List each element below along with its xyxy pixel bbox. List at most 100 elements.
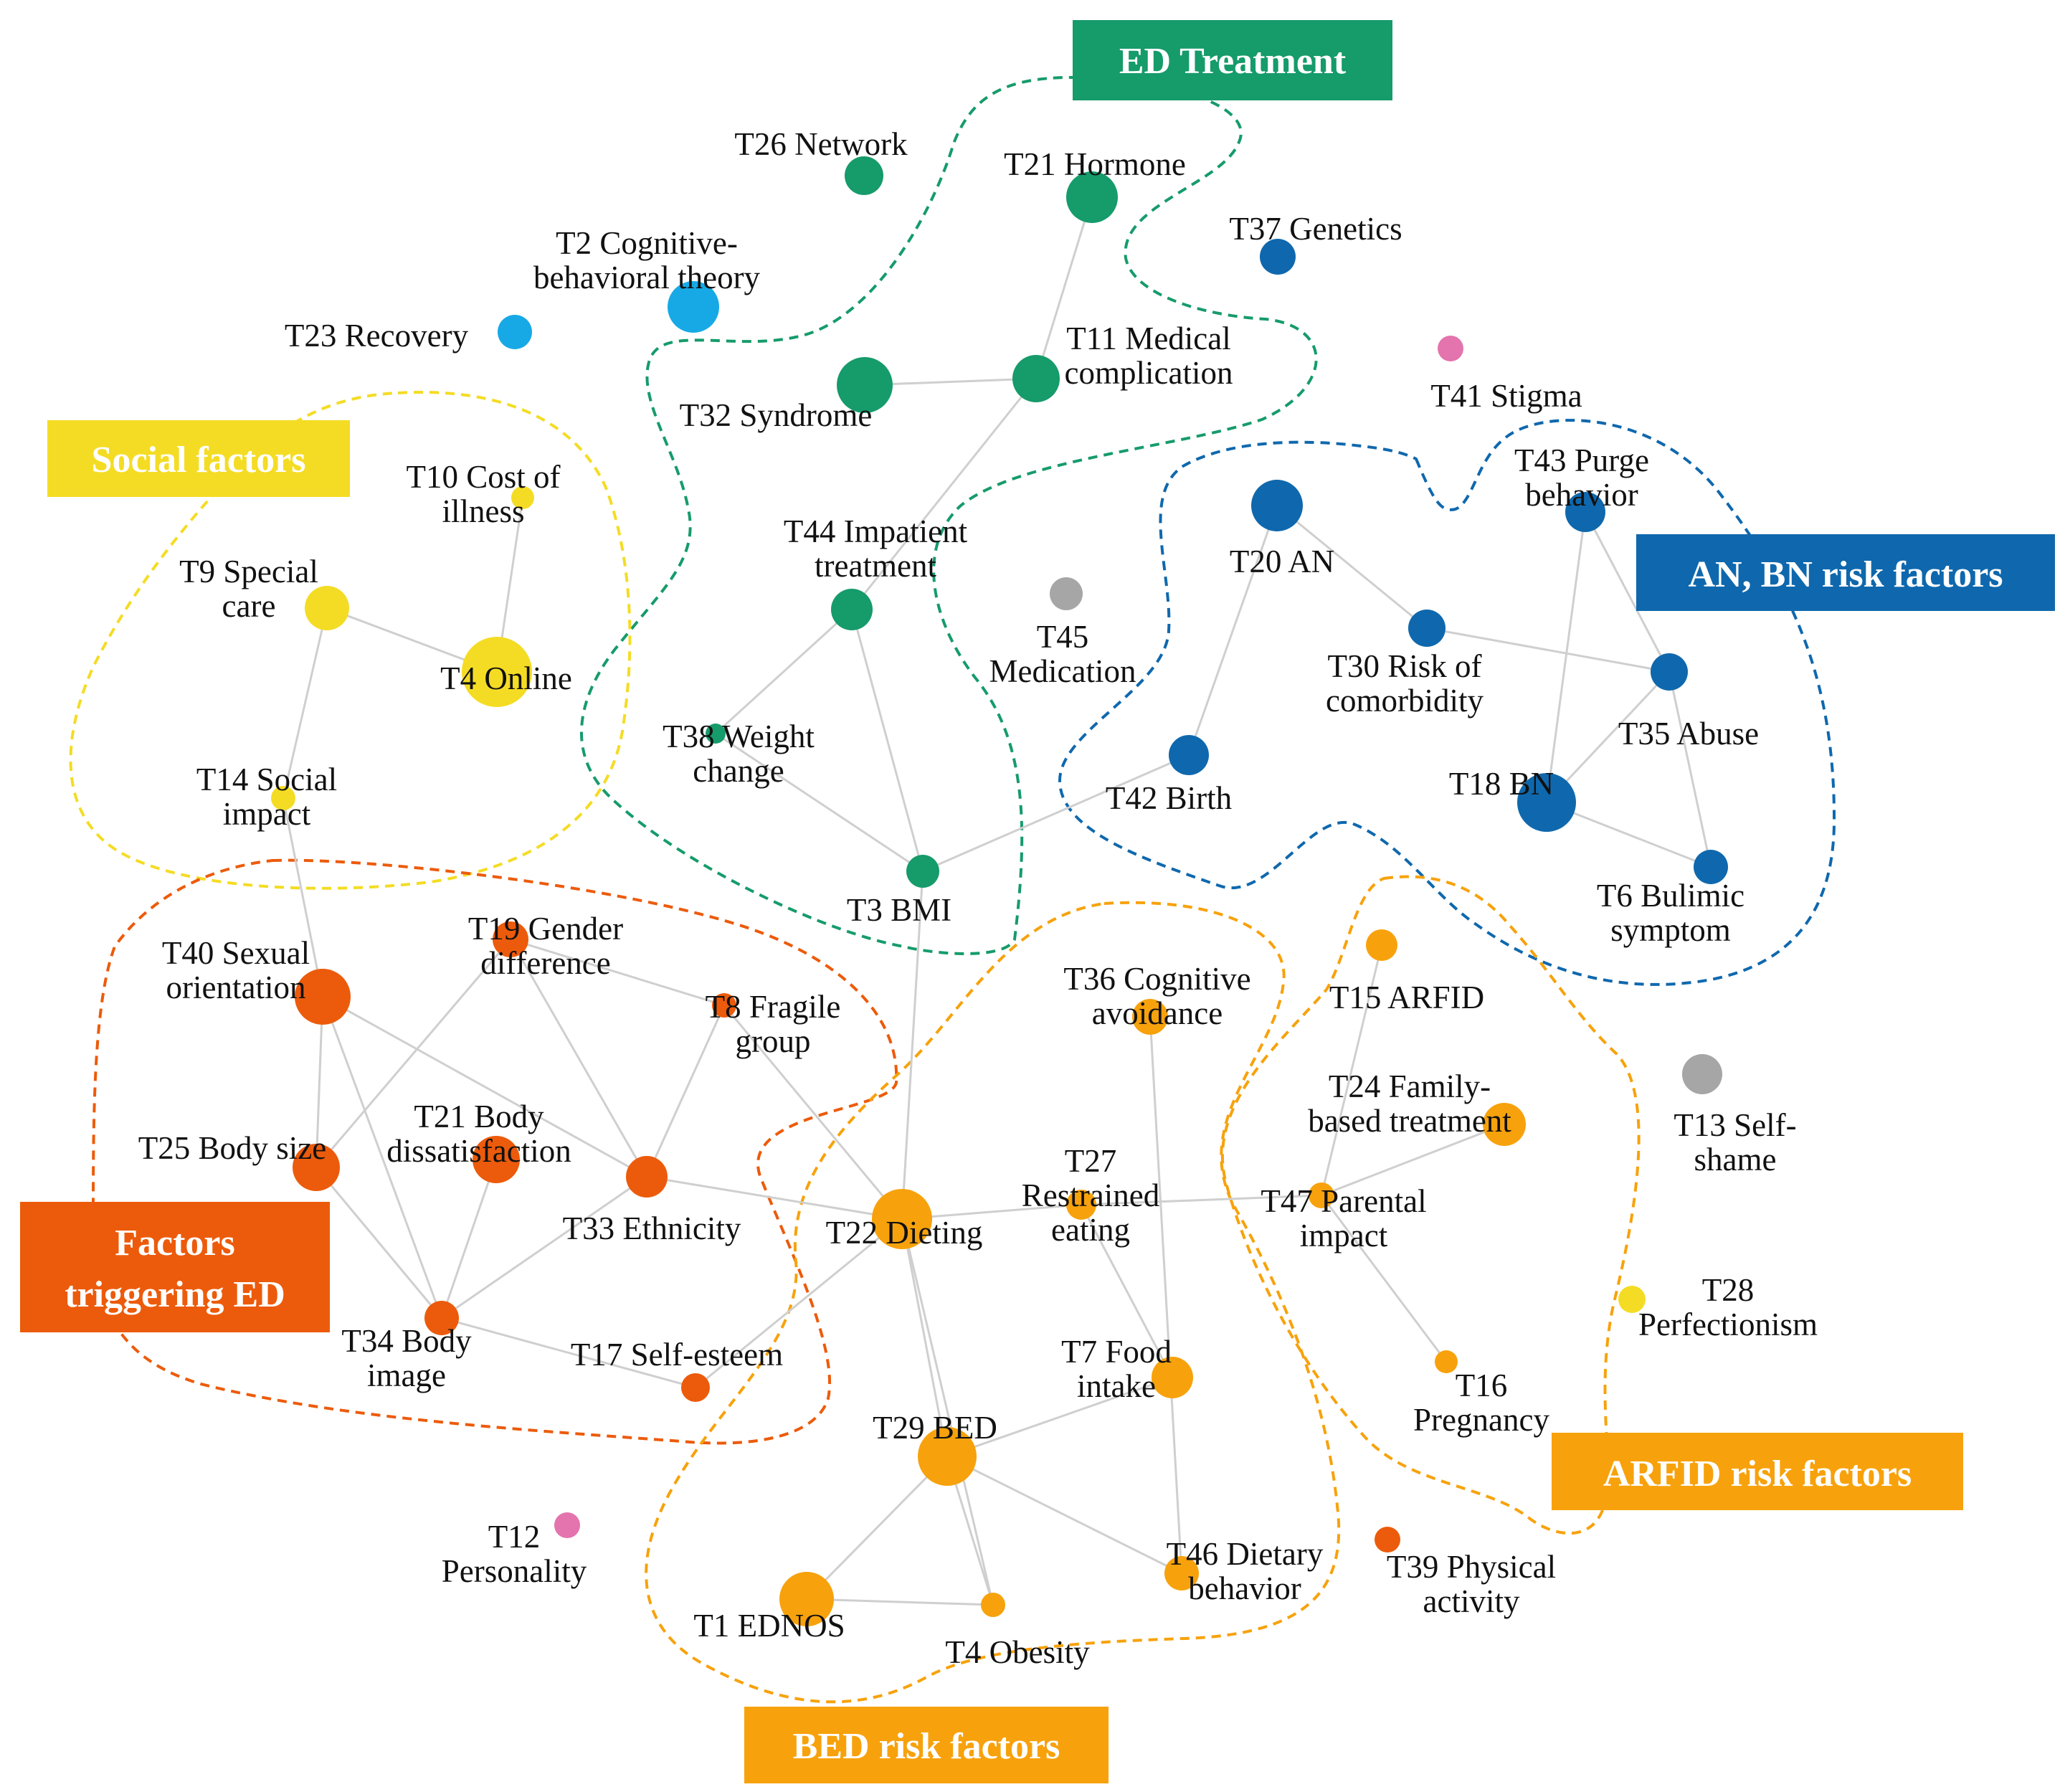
edge-t20-t42 xyxy=(1187,505,1278,756)
edge-t43-t35 xyxy=(1584,511,1671,673)
edge-t22-t29 xyxy=(901,1218,949,1457)
node-label-line: T44 Impatient xyxy=(784,513,968,549)
edge-t33-t22 xyxy=(646,1175,903,1220)
node-label-t1: T1 EDNOS xyxy=(693,1608,845,1644)
node-label-line: T6 Bulimic xyxy=(1597,878,1744,914)
node-t46 xyxy=(1164,1556,1199,1590)
edge-t29-t46 xyxy=(946,1455,1182,1575)
an-bn-box: AN, BN risk factors xyxy=(1636,534,2055,611)
ed-treatment-box: ED Treatment xyxy=(1073,20,1392,100)
node-t15 xyxy=(1366,929,1397,961)
node-label-line: T19 Gender xyxy=(468,911,623,947)
bed-outline xyxy=(645,901,1341,1704)
node-label-line: T39 Physical xyxy=(1387,1549,1556,1585)
edge-t40-t33 xyxy=(322,995,647,1178)
node-t13 xyxy=(1682,1054,1722,1094)
node-label-line: T21 Hormone xyxy=(1004,146,1186,182)
node-t18 xyxy=(1517,773,1576,832)
social-factors-title: Social factors xyxy=(92,440,306,480)
node-t43 xyxy=(1565,492,1605,532)
edge-t3-t22 xyxy=(901,871,924,1220)
node-t34 xyxy=(424,1301,459,1335)
edge-t40-t25 xyxy=(315,996,324,1168)
node-label-line: T8 Fragile xyxy=(706,989,841,1025)
node-label-t15: T15 ARFID xyxy=(1329,980,1484,1015)
node-t45 xyxy=(1050,577,1083,610)
node-t6 xyxy=(1694,850,1728,884)
edge-t34-t17 xyxy=(441,1317,696,1389)
node-label-line: T7 Food xyxy=(1061,1334,1172,1370)
node-label-line: dissatisfaction xyxy=(386,1133,571,1169)
node-t32 xyxy=(837,357,893,413)
node-label-line: T34 Body xyxy=(341,1323,472,1359)
node-label-line: difference xyxy=(480,945,611,981)
node-label-line: impact xyxy=(1300,1218,1388,1253)
edge-t18-t6 xyxy=(1546,801,1712,868)
triggering-outline xyxy=(91,858,898,1445)
node-label-line: intake xyxy=(1077,1368,1156,1404)
node-label-t3: T3 BMI xyxy=(847,892,951,928)
node-t39 xyxy=(1375,1527,1400,1552)
edge-t21b-t34 xyxy=(440,1159,498,1319)
edge-t24-t47 xyxy=(1321,1123,1505,1197)
node-label-t35: T35 Abuse xyxy=(1618,716,1759,752)
edge-t7-t29 xyxy=(946,1376,1173,1458)
node-label-line: T16 xyxy=(1456,1367,1508,1403)
edge-t15-t47 xyxy=(1320,944,1383,1196)
node-label-line: behavioral theory xyxy=(533,260,761,295)
an-bn-outline xyxy=(1058,419,1836,986)
edge-t1-t4b xyxy=(806,1598,994,1606)
arfid-title: ARFID risk factors xyxy=(1603,1454,1912,1494)
node-label-line: T42 Birth xyxy=(1106,780,1232,816)
node-t14 xyxy=(271,786,295,810)
node-t35 xyxy=(1651,653,1688,691)
edge-t29-t1 xyxy=(805,1455,949,1601)
node-label-line: T18 BN xyxy=(1449,766,1554,802)
edge-t32-t11 xyxy=(864,377,1037,387)
node-t42 xyxy=(1169,735,1209,775)
arfid-box: ARFID risk factors xyxy=(1552,1433,1963,1510)
edge-t44-t3 xyxy=(850,609,924,872)
node-t27 xyxy=(1066,1190,1096,1220)
edge-t8-t22 xyxy=(723,1005,903,1220)
node-label-line: behavior xyxy=(1525,477,1638,513)
node-label-line: treatment xyxy=(815,548,936,584)
node-label-line: T46 Dietary xyxy=(1167,1536,1324,1572)
node-label-t23: T23 Recovery xyxy=(285,318,469,354)
node-t37 xyxy=(1260,239,1296,275)
node-t4b xyxy=(981,1593,1005,1617)
node-label-line: symptom xyxy=(1610,912,1731,948)
node-label-t4b: T4 Obesity xyxy=(945,1634,1090,1670)
node-label-t18: T18 BN xyxy=(1449,766,1554,802)
edge-t47-t16 xyxy=(1320,1195,1448,1362)
node-label-line: T13 Self- xyxy=(1674,1107,1796,1143)
edge-t19-t8 xyxy=(510,938,725,1007)
edge-t25-t34 xyxy=(315,1167,443,1319)
node-label-line: Personality xyxy=(442,1553,587,1589)
node-t38 xyxy=(706,724,726,744)
node-label-line: Medication xyxy=(989,653,1136,689)
edge-t22-t17 xyxy=(695,1218,903,1389)
node-t44 xyxy=(831,589,873,630)
edge-t35-t6 xyxy=(1668,671,1712,868)
node-label-t17: T17 Self-esteem xyxy=(571,1337,783,1373)
node-label-line: T24 Family- xyxy=(1329,1068,1491,1104)
node-label-line: T11 Medical xyxy=(1066,321,1231,356)
node-label-t21h: T21 Hormone xyxy=(1004,146,1186,182)
node-label-line: shame xyxy=(1694,1142,1777,1177)
node-label-line: T33 Ethnicity xyxy=(563,1210,741,1246)
node-label-line: T32 Syndrome xyxy=(680,397,873,433)
edge-t3-t42 xyxy=(922,754,1190,873)
node-label-line: change xyxy=(693,753,784,789)
